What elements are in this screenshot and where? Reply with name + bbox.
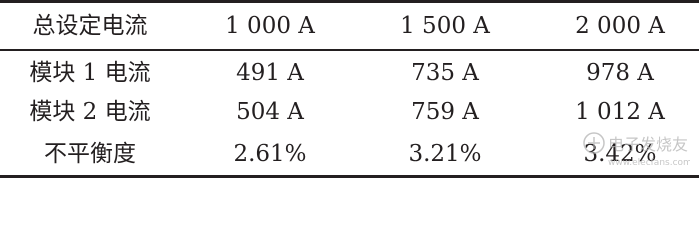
table-cell: 735 A <box>411 60 479 86</box>
current-sharing-table: 总设定电流 1 000 A 1 500 A 2 000 A 模块 1 电流 49… <box>0 0 699 178</box>
table-cell: 759 A <box>411 99 479 125</box>
elecfans-watermark: 电子发烧友 www.elecfans.com <box>580 128 690 172</box>
elecfans-logo-icon: 电子发烧友 www.elecfans.com <box>583 132 690 168</box>
svg-text:www.elecfans.com: www.elecfans.com <box>608 158 690 168</box>
row-label-unbalance: 不平衡度 <box>44 141 136 167</box>
table-cell: 978 A <box>586 60 654 86</box>
table-cell: 491 A <box>236 60 304 86</box>
table-cell: 3.42% <box>583 141 657 167</box>
header-cell-1500a: 1 500 A <box>400 13 490 39</box>
header-cell-label: 总设定电流 <box>32 13 148 39</box>
top-rule <box>0 0 699 3</box>
table-cell: 3.21% <box>408 141 482 167</box>
row-label-module1: 模块 1 电流 <box>29 60 151 86</box>
table-cell: 2.61% <box>233 141 307 167</box>
svg-text:电子发烧友: 电子发烧友 <box>608 135 688 154</box>
table-cell: 1 012 A <box>575 99 665 125</box>
header-cell-1000a: 1 000 A <box>225 13 315 39</box>
bottom-rule <box>0 175 699 178</box>
header-rule <box>0 49 699 51</box>
table-cell: 504 A <box>236 99 304 125</box>
header-cell-2000a: 2 000 A <box>575 13 665 39</box>
row-label-module2: 模块 2 电流 <box>29 99 151 125</box>
